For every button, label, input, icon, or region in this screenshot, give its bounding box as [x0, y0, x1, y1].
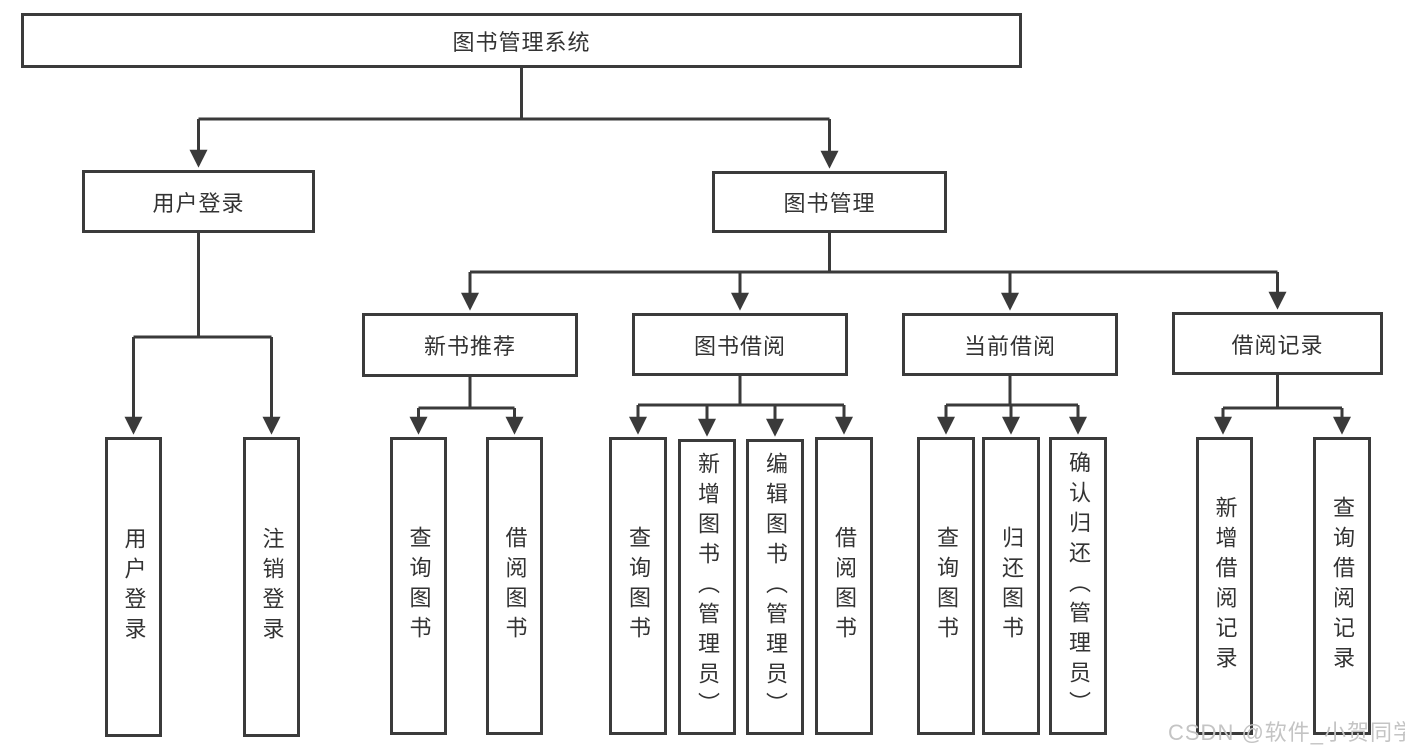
node-label: 借阅图书 — [502, 526, 528, 646]
node-label: 图书管理 — [783, 191, 876, 216]
node-label: 借阅记录 — [1231, 332, 1324, 358]
node-label: 新增图书（管理员） — [695, 452, 720, 722]
node-label: 图书借阅 — [693, 333, 786, 359]
node-label: 借阅图书 — [832, 526, 857, 646]
leaf-query-books: 查询图书 — [917, 437, 975, 735]
leaf-edit-books-admin: 编辑图书（管理员） — [746, 439, 804, 735]
connector-book-borrow — [638, 376, 844, 407]
node-book-management: 图书管理 — [712, 171, 947, 233]
node-new-book-recommend: 新书推荐 — [362, 313, 578, 377]
node-borrow-records: 借阅记录 — [1172, 312, 1383, 375]
leaf-user-login: 用户登录 — [105, 437, 162, 737]
node-label: 归还图书 — [999, 526, 1024, 646]
leaf-query-books: 查询图书 — [609, 437, 667, 735]
node-label: 用户登录 — [121, 527, 147, 647]
node-label: 查询图书 — [406, 526, 432, 646]
node-label: 图书管理系统 — [452, 29, 591, 55]
node-label: 确认归还（管理员） — [1066, 451, 1091, 721]
leaf-query-books: 查询图书 — [390, 437, 447, 735]
leaf-confirm-return-admin: 确认归还（管理员） — [1049, 437, 1107, 735]
leaf-add-books-admin: 新增图书（管理员） — [678, 439, 736, 735]
node-label: 用户登录 — [152, 190, 245, 216]
leaf-borrow-books: 借阅图书 — [486, 437, 543, 735]
csdn-watermark: CSDN @软件_小贺同学 — [1168, 720, 1405, 745]
connector-current-borrow — [946, 376, 1078, 407]
node-label: 查询图书 — [934, 526, 959, 646]
node-label: 新增借阅记录 — [1212, 496, 1238, 676]
node-label: 查询图书 — [626, 526, 651, 646]
node-label: 编辑图书（管理员） — [763, 452, 788, 722]
connector-book-management — [470, 233, 1278, 274]
leaf-return-books: 归还图书 — [982, 437, 1040, 735]
node-root-system: 图书管理系统 — [21, 13, 1022, 68]
node-current-borrowing: 当前借阅 — [902, 313, 1118, 376]
leaf-borrow-books: 借阅图书 — [815, 437, 873, 735]
leaf-logout: 注销登录 — [243, 437, 300, 737]
node-label: 新书推荐 — [423, 334, 516, 359]
connector-borrow-records — [1223, 375, 1342, 410]
leaf-add-borrow-record: 新增借阅记录 — [1196, 437, 1253, 735]
leaf-query-borrow-record: 查询借阅记录 — [1313, 437, 1371, 735]
connector-new-book — [418, 377, 515, 410]
connector-root — [198, 68, 830, 121]
node-label: 注销登录 — [259, 527, 285, 647]
node-label: 查询借阅记录 — [1330, 496, 1355, 676]
node-label: 当前借阅 — [963, 333, 1056, 359]
connector-user-login — [133, 233, 272, 339]
node-user-login: 用户登录 — [82, 170, 315, 233]
node-book-borrowing: 图书借阅 — [632, 313, 848, 376]
